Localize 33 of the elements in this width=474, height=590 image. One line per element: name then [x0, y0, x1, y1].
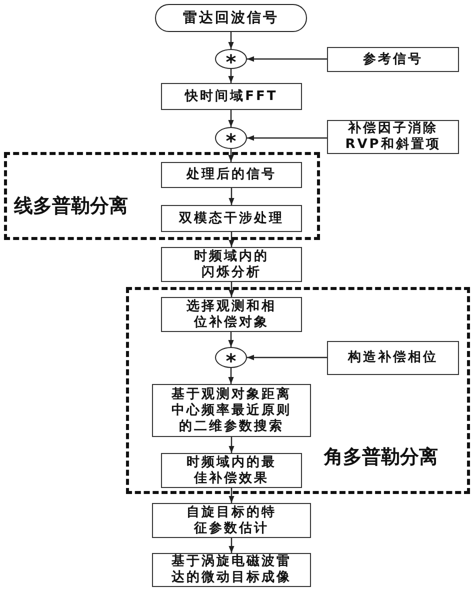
arrow — [228, 188, 234, 205]
arrow — [247, 354, 327, 360]
process-box: 自旋目标的特征参数估计 — [152, 503, 311, 538]
arrow — [228, 32, 234, 49]
arrow — [228, 110, 234, 127]
arrow — [228, 149, 234, 162]
process-box: 基于观测对象距离中心频率最近原则的二维参数搜索 — [152, 384, 311, 437]
process-box: 处理后的信号 — [161, 162, 302, 188]
arrow — [228, 69, 234, 83]
process-box: 选择观测和相位补偿对象 — [161, 297, 302, 332]
arrow — [247, 135, 327, 141]
process-box: 补偿因子消除RVP和斜置项 — [327, 120, 459, 154]
arrow — [228, 282, 234, 297]
arrow — [247, 56, 327, 62]
arrow — [228, 232, 234, 247]
arrow — [228, 538, 234, 553]
arrow — [228, 332, 234, 347]
arrow — [228, 437, 234, 453]
process-box: 快时间域FFT — [161, 83, 302, 110]
process-box: 基于涡旋电磁波雷达的微动目标成像 — [152, 553, 311, 587]
process-box: 构造补偿相位 — [327, 341, 459, 375]
process-box: 时频域内的最佳补偿效果 — [161, 453, 302, 488]
multiply-circle: * — [215, 49, 247, 69]
dashed-group-frame — [126, 287, 470, 494]
process-box: 时频域内的闪烁分析 — [161, 247, 302, 282]
process-box: 双模态干涉处理 — [161, 205, 302, 232]
start-terminal: 雷达回波信号 — [155, 4, 307, 32]
arrow — [228, 488, 234, 503]
dashed-group-frame — [4, 152, 320, 240]
multiply-circle: * — [215, 347, 247, 368]
arrow — [228, 368, 234, 384]
process-box: 参考信号 — [327, 47, 459, 72]
multiply-circle: * — [215, 127, 247, 149]
